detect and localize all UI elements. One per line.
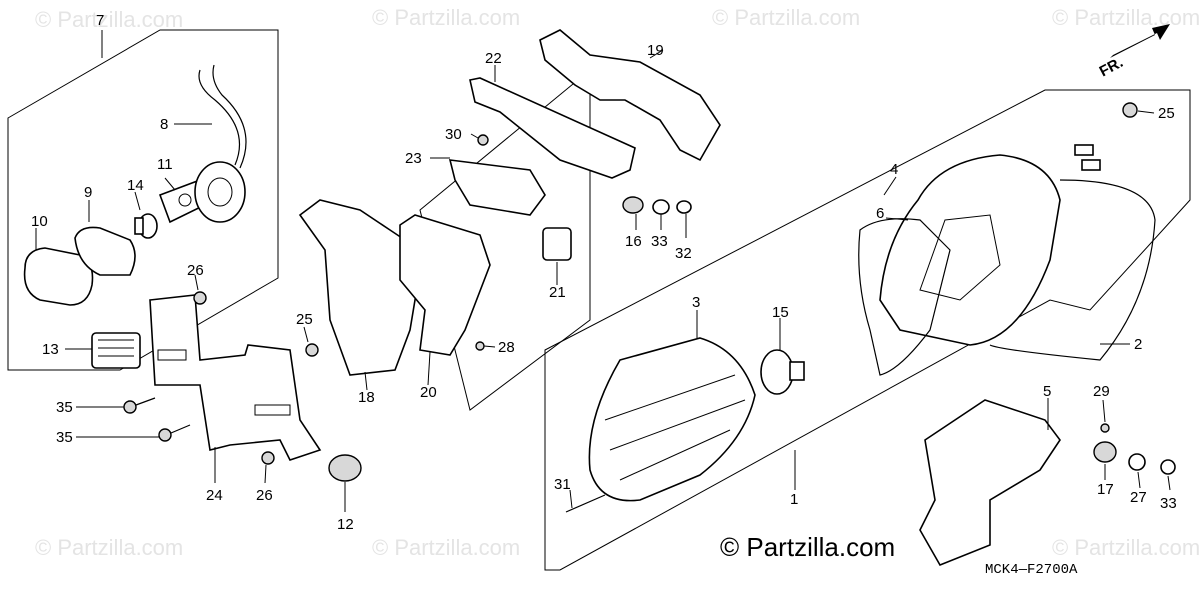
callout-label: 30 <box>445 126 462 143</box>
callout-label: 5 <box>1043 383 1051 400</box>
taillight-bracket-part <box>919 399 1061 567</box>
callout-label: 26 <box>256 487 273 504</box>
callout-label: 24 <box>206 487 223 504</box>
license-light-bracket-part <box>448 77 636 216</box>
taillight-lens-part <box>588 337 756 502</box>
callout-label: 35 <box>56 429 73 446</box>
callout-label: 14 <box>127 177 144 194</box>
watermark-text: © Partzilla.com <box>372 535 520 560</box>
splash-guard-part <box>399 214 491 356</box>
turn-signal-group-box <box>7 29 279 371</box>
callout-label: 21 <box>549 284 566 301</box>
taillight-housing-part <box>879 154 1061 346</box>
callout-labels: 7 8 11 9 14 10 26 13 35 35 25 24 26 12 1… <box>31 12 1177 533</box>
screw-part <box>123 102 1138 513</box>
callout-label: 2 <box>1134 336 1142 353</box>
callout-label: 26 <box>187 262 204 279</box>
callout-label: 8 <box>160 116 168 133</box>
diagram-code: MCK4—F2700A <box>985 562 1078 578</box>
grommet-part <box>328 454 362 482</box>
callout-label: 25 <box>296 311 313 328</box>
callout-label: 7 <box>96 12 104 29</box>
turn-signal-bulb-part <box>134 213 158 239</box>
watermark-text: © Partzilla.com <box>372 5 520 30</box>
license-bracket-part <box>149 294 322 461</box>
watermark-text: © Partzilla.com <box>35 7 183 32</box>
callout-label: 15 <box>772 304 789 321</box>
callout-label: 1 <box>790 491 798 508</box>
watermark-text: © Partzilla.com <box>1052 535 1200 560</box>
callout-label: 25 <box>1158 105 1175 122</box>
callout-label: 19 <box>647 42 664 59</box>
callout-label: 29 <box>1093 383 1110 400</box>
callout-label: 17 <box>1097 481 1114 498</box>
callout-label: 33 <box>651 233 668 250</box>
seal-part <box>989 179 1156 361</box>
callout-label: 18 <box>358 389 375 406</box>
callout-label: 10 <box>31 213 48 230</box>
callout-label: 3 <box>692 294 700 311</box>
connector-part <box>1074 144 1101 171</box>
callout-label: 23 <box>405 150 422 167</box>
callout-label: 28 <box>498 339 515 356</box>
license-light-part <box>542 227 572 261</box>
mount-rubber-part <box>1093 441 1176 475</box>
callout-label: 27 <box>1130 489 1147 506</box>
taillight-bulb-part <box>760 349 805 395</box>
leader-lines <box>35 30 1171 512</box>
callout-label: 4 <box>890 161 898 178</box>
front-label: FR. <box>1097 54 1126 80</box>
callout-label: 13 <box>42 341 59 358</box>
callout-label: 6 <box>876 205 884 222</box>
turn-signal-housing-part <box>74 226 136 276</box>
signal-socket-part <box>194 64 247 223</box>
callout-label: 33 <box>1160 495 1177 512</box>
copyright-text: © Partzilla.com <box>720 532 895 562</box>
watermark-text: © Partzilla.com <box>35 535 183 560</box>
callout-label: 32 <box>675 245 692 262</box>
rear-cover-part <box>539 29 721 162</box>
callout-label: 20 <box>420 384 437 401</box>
reflector-part <box>91 332 141 369</box>
watermark-text: © Partzilla.com <box>712 5 860 30</box>
rear-fender-part <box>298 199 421 376</box>
callout-label: 11 <box>157 156 173 173</box>
damper-part <box>622 196 692 215</box>
callout-label: 35 <box>56 399 73 416</box>
watermark-layer: © Partzilla.com © Partzilla.com © Partzi… <box>35 5 1200 560</box>
callout-label: 9 <box>84 184 92 201</box>
callout-label: 12 <box>337 516 354 533</box>
callout-label: 22 <box>485 50 502 67</box>
front-direction-marker: FR. <box>1097 24 1170 80</box>
callout-label: 31 <box>554 476 571 493</box>
callout-label: 16 <box>625 233 642 250</box>
taillight-group-box <box>544 89 1191 571</box>
watermark-text: © Partzilla.com <box>1052 5 1200 30</box>
